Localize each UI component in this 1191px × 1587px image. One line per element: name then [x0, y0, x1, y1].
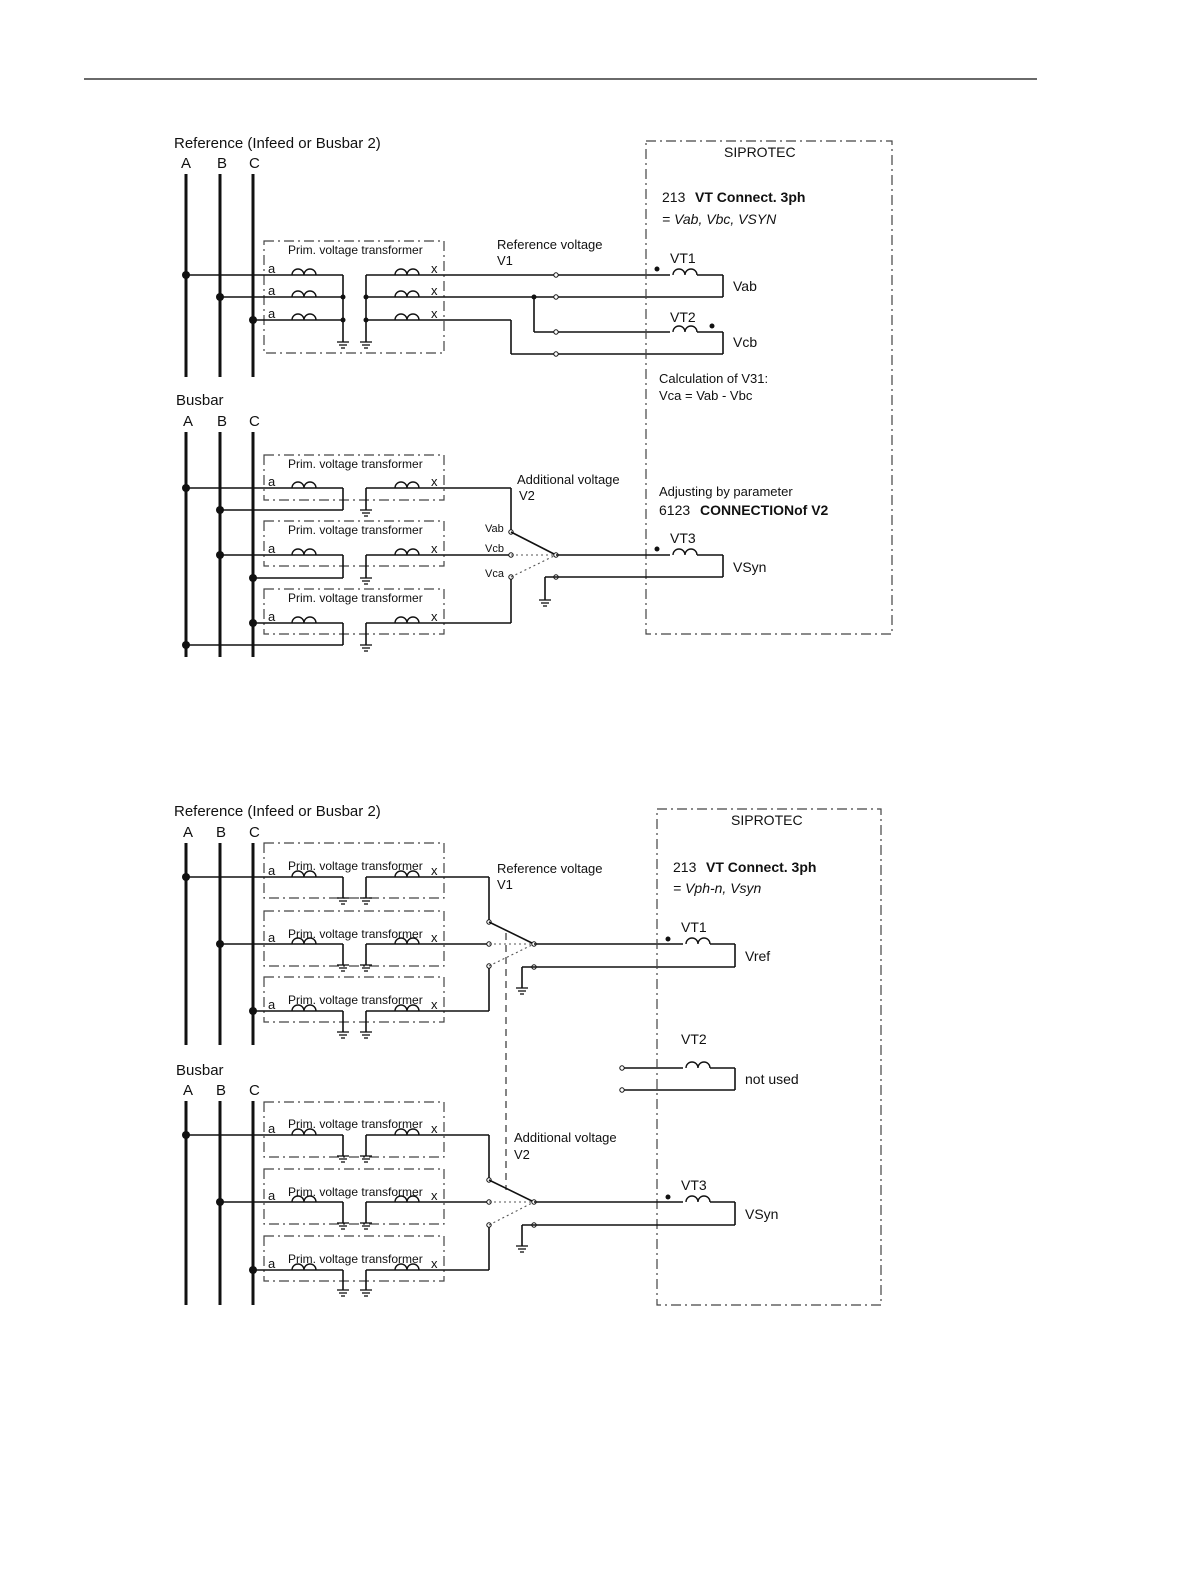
busbar-title-2: Busbar: [176, 1062, 224, 1079]
vt2-label: VT2: [670, 309, 696, 325]
svg-text:x: x: [431, 306, 438, 321]
svg-text:Prim. voltage transformer: Prim. voltage transformer: [288, 993, 423, 1007]
svg-text:x: x: [431, 997, 438, 1012]
svg-text:x: x: [431, 609, 438, 624]
svg-text:a: a: [268, 863, 276, 878]
vsyn-output-2: VSyn: [745, 1206, 778, 1222]
adjust-number: 6123: [659, 502, 690, 518]
svg-text:Prim. voltage transformer: Prim. voltage transformer: [288, 591, 423, 605]
vsyn-output: VSyn: [733, 559, 766, 575]
calc-line-2: Vca = Vab - Vbc: [659, 388, 753, 403]
svg-text:Prim. voltage transformer: Prim. voltage transformer: [288, 523, 423, 537]
svg-text:V1: V1: [497, 877, 513, 892]
svg-text:x: x: [431, 283, 438, 298]
svg-text:Prim. voltage transformer: Prim. voltage transformer: [288, 1252, 423, 1266]
svg-text:B: B: [216, 824, 226, 841]
svg-text:x: x: [431, 1121, 438, 1136]
svg-text:x: x: [431, 541, 438, 556]
add-voltage-label-2: Additional voltage: [514, 1130, 617, 1145]
svg-text:C: C: [249, 413, 260, 430]
siprotec-label-2: SIPROTEC: [731, 812, 803, 828]
vt1-label-2: VT1: [681, 919, 707, 935]
add-v2-label: V2: [519, 488, 535, 503]
svg-text:Prim. voltage transformer: Prim. voltage transformer: [288, 457, 423, 471]
add-voltage-label: Additional voltage: [517, 472, 620, 487]
selector-vab-label: Vab: [485, 523, 504, 535]
not-used-label: not used: [745, 1071, 799, 1087]
svg-text:Prim. voltage transformer: Prim. voltage transformer: [288, 859, 423, 873]
adjust-line-1: Adjusting by parameter: [659, 484, 793, 499]
ref-pvt-label: Prim. voltage transformer: [288, 243, 423, 257]
svg-text:x: x: [431, 261, 438, 276]
selector-vca-label: Vca: [485, 568, 505, 580]
diagram-1: Reference (Infeed or Busbar 2) A B C Pri…: [174, 135, 893, 657]
svg-text:a: a: [268, 1256, 276, 1271]
svg-text:A: A: [183, 824, 193, 841]
vt2-label-2: VT2: [681, 1031, 707, 1047]
svg-text:a: a: [268, 474, 276, 489]
vt3-label: VT3: [670, 530, 696, 546]
svg-text:x: x: [431, 474, 438, 489]
svg-text:x: x: [431, 1256, 438, 1271]
bus-pvt-3: [263, 588, 445, 635]
ref-voltage-label: Reference voltage: [497, 237, 603, 252]
svg-text:= Vph-n, Vsyn: = Vph-n, Vsyn: [673, 880, 762, 896]
vref-output: Vref: [745, 948, 770, 964]
svg-text:a: a: [268, 306, 276, 321]
busbar-title: Busbar: [176, 392, 224, 409]
svg-text:C: C: [249, 1082, 260, 1099]
svg-text:B: B: [216, 1082, 226, 1099]
phase-a-label: A: [181, 155, 191, 172]
vt1-label: VT1: [670, 250, 696, 266]
svg-text:a: a: [268, 1121, 276, 1136]
svg-text:a: a: [268, 283, 276, 298]
vab-output: Vab: [733, 278, 757, 294]
phase-b-label: B: [217, 155, 227, 172]
ref-voltage-label-2: Reference voltage: [497, 861, 603, 876]
svg-text:Prim. voltage transformer: Prim. voltage transformer: [288, 1185, 423, 1199]
svg-text:VT Connect. 3ph: VT Connect. 3ph: [706, 859, 816, 875]
svg-text:a: a: [268, 261, 276, 276]
param-value: = Vab, Vbc, VSYN: [662, 211, 777, 227]
bus-pvt-1: [263, 454, 445, 501]
svg-text:A: A: [183, 413, 193, 430]
phase-c-label: C: [249, 155, 260, 172]
param-number: 213: [662, 189, 686, 205]
ref-title-2: Reference (Infeed or Busbar 2): [174, 803, 381, 820]
siprotec-label: SIPROTEC: [724, 144, 796, 160]
bus-pvt-2: [263, 520, 445, 567]
svg-text:x: x: [431, 1188, 438, 1203]
svg-text:A: A: [183, 1082, 193, 1099]
svg-text:Prim. voltage transformer: Prim. voltage transformer: [288, 927, 423, 941]
ref-v1-label: V1: [497, 253, 513, 268]
svg-text:C: C: [249, 824, 260, 841]
vcb-output: Vcb: [733, 334, 757, 350]
svg-text:a: a: [268, 1188, 276, 1203]
svg-text:a: a: [268, 930, 276, 945]
svg-text:a: a: [268, 541, 276, 556]
selector-contact-vab: [510, 531, 557, 556]
param-name: VT Connect. 3ph: [695, 189, 805, 205]
diagram-2: Reference (Infeed or Busbar 2) A B C Pri…: [174, 803, 882, 1306]
siprotec-box: [645, 140, 893, 635]
svg-text:Prim. voltage transformer: Prim. voltage transformer: [288, 1117, 423, 1131]
calc-line-1: Calculation of V31:: [659, 371, 768, 386]
vt3-label-2: VT3: [681, 1177, 707, 1193]
svg-text:x: x: [431, 930, 438, 945]
svg-text:a: a: [268, 997, 276, 1012]
svg-text:x: x: [431, 863, 438, 878]
svg-text:V2: V2: [514, 1147, 530, 1162]
svg-text:a: a: [268, 609, 276, 624]
adjust-param-name: CONNECTIONof V2: [700, 502, 829, 518]
svg-text:B: B: [217, 413, 227, 430]
ref-title: Reference (Infeed or Busbar 2): [174, 135, 381, 152]
selector-vcb-label: Vcb: [485, 543, 504, 555]
svg-text:213: 213: [673, 859, 697, 875]
